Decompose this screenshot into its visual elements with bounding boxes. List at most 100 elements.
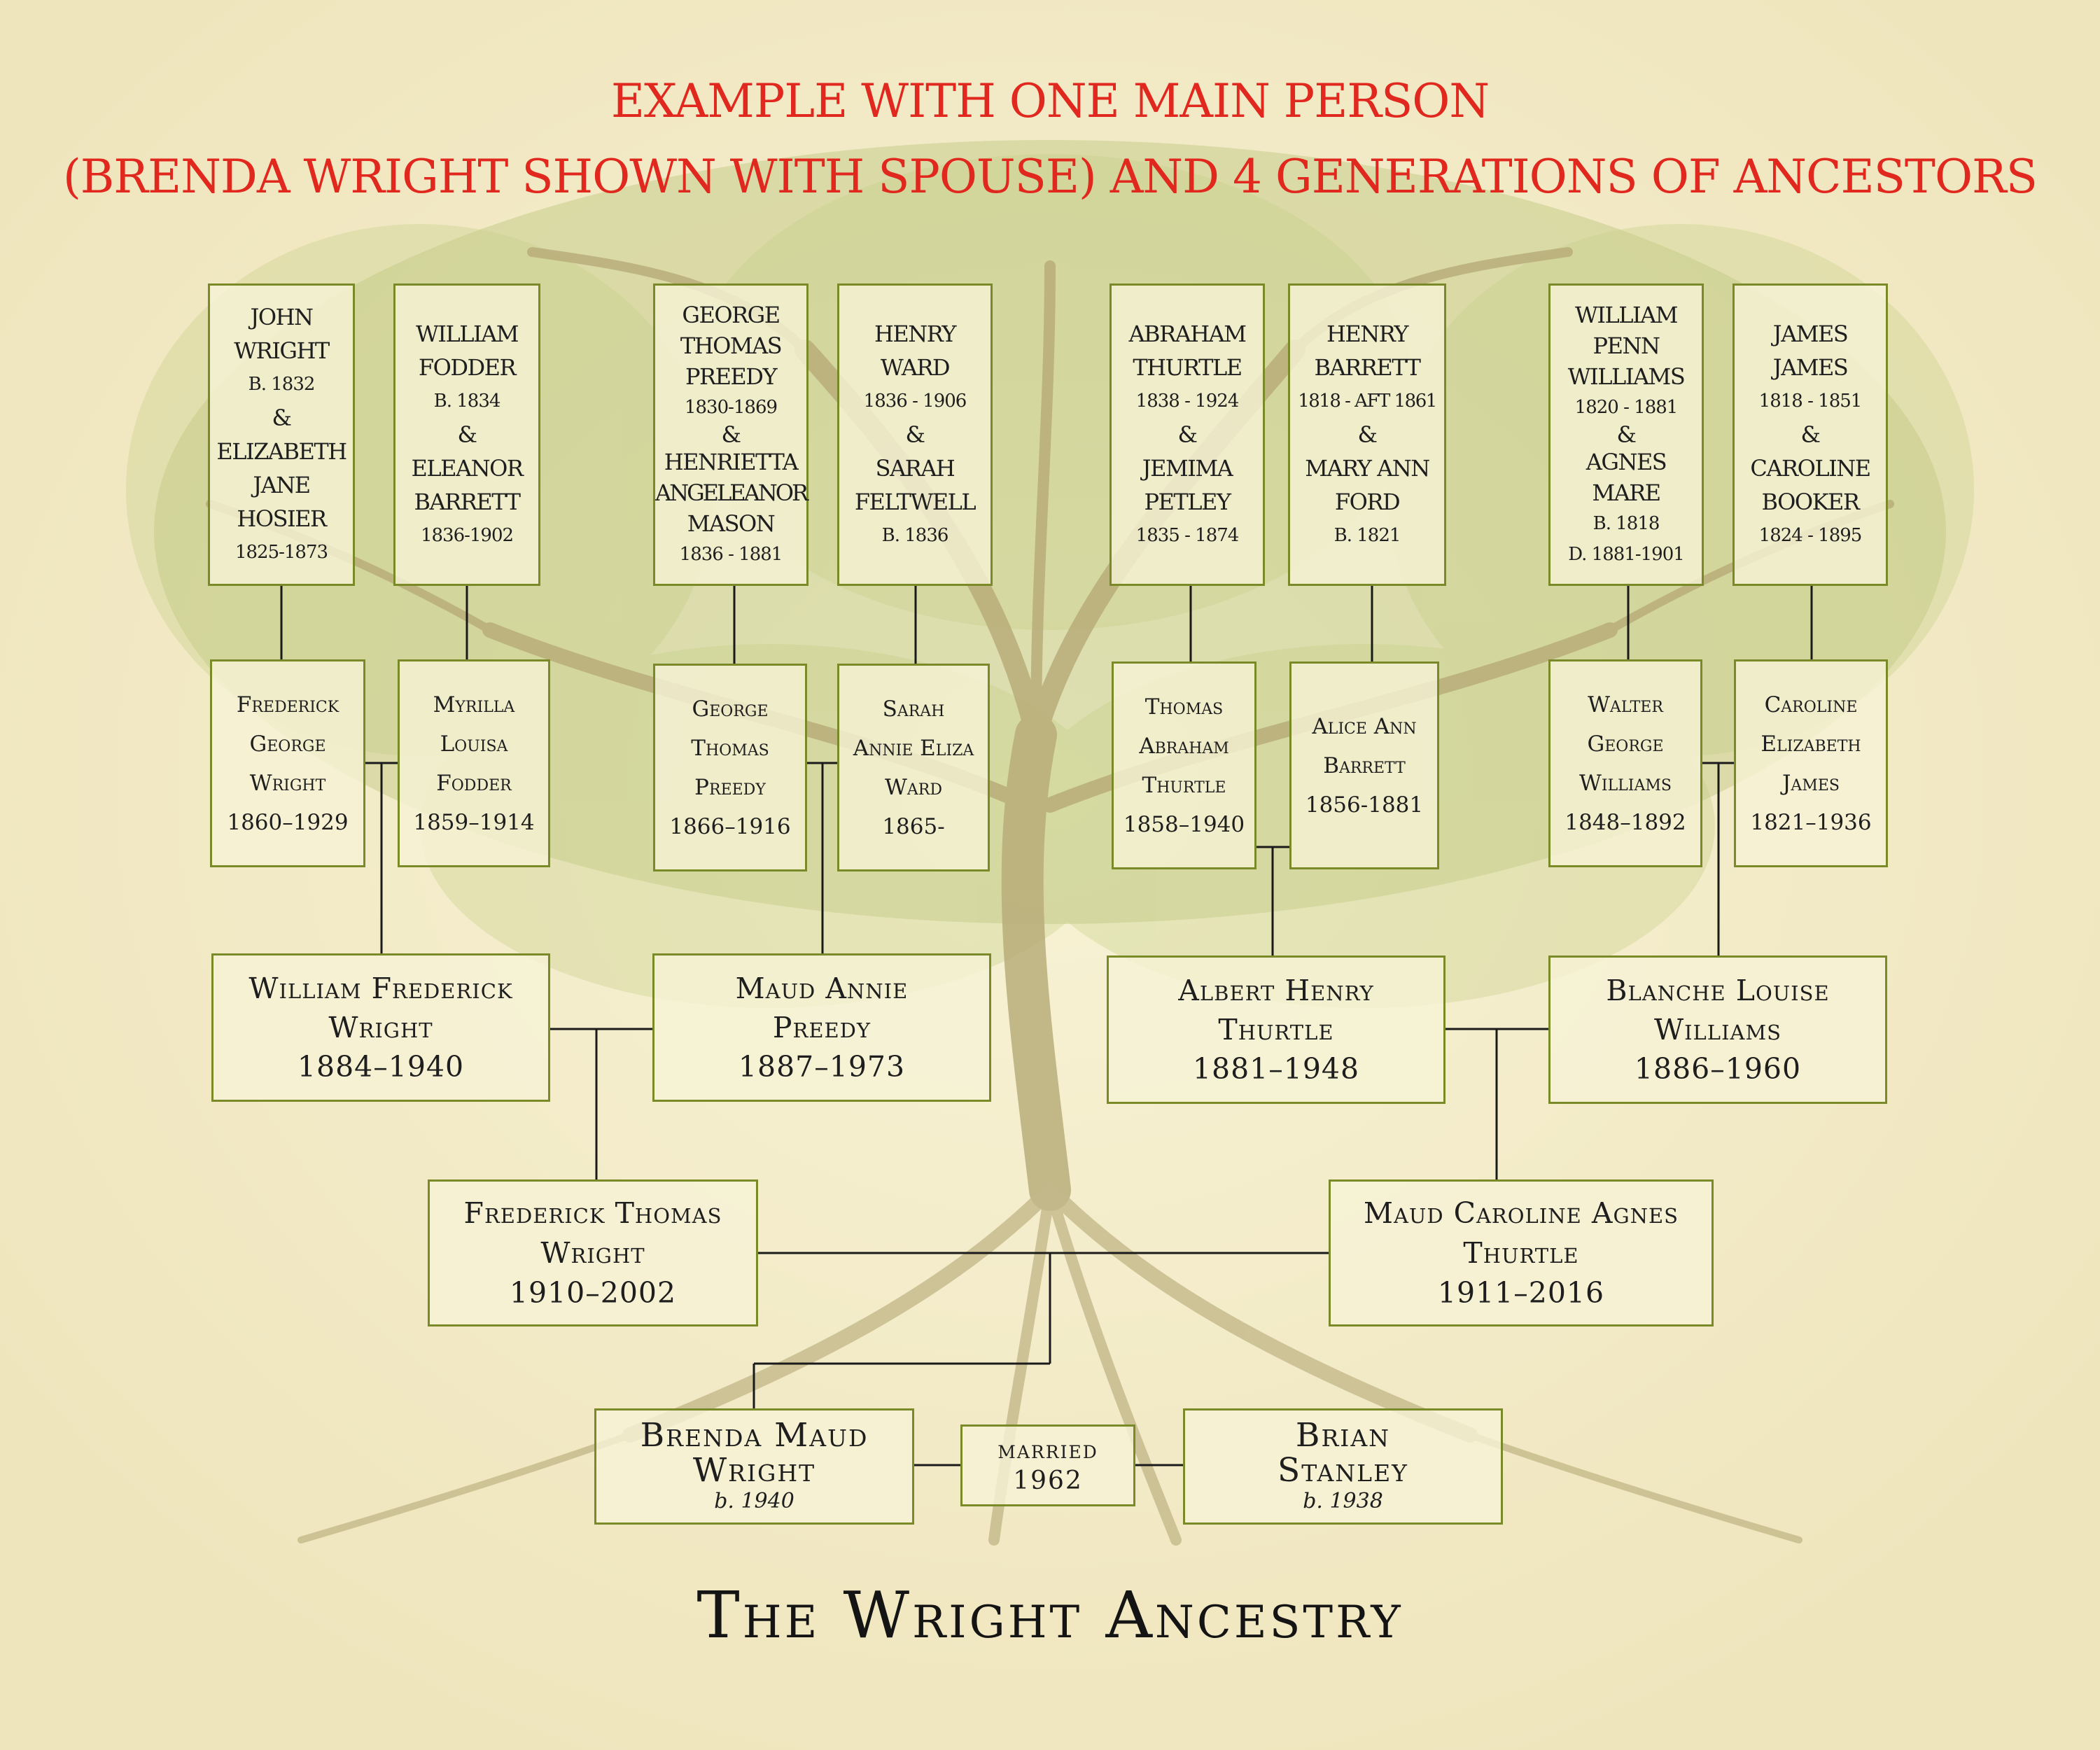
grandparent-box[interactable]: William Frederick Wright 1884–1940 xyxy=(211,953,550,1102)
person-line: Louisa xyxy=(440,731,508,757)
person-surname: Williams xyxy=(1653,1013,1782,1046)
person-years: D. 1881-1901 xyxy=(1568,544,1685,565)
person-line: WRIGHT xyxy=(234,337,330,364)
person-line: PREEDY xyxy=(685,363,778,390)
person-line: Frederick xyxy=(236,692,340,718)
person-line: HENRIETTA xyxy=(664,449,799,475)
person-years: 1818 - AFT 1861 xyxy=(1298,391,1437,412)
ancestor-box-gen2[interactable]: Walter George Williams 1848–1892 xyxy=(1548,659,1702,867)
main-person-box[interactable]: Brenda Maud Wright b. 1940 xyxy=(594,1408,914,1525)
person-line: FELTWELL xyxy=(854,489,976,515)
ampersand: & xyxy=(1177,421,1198,448)
person-line: Sarah xyxy=(882,696,945,722)
parent-box[interactable]: Maud Caroline Agnes Thurtle 1911–2016 xyxy=(1329,1180,1714,1326)
person-line: Alice Ann xyxy=(1312,713,1417,739)
person-line: THOMAS xyxy=(680,332,783,359)
ancestor-box-gen2[interactable]: George Thomas Preedy 1866–1916 xyxy=(653,664,807,872)
person-line: WARD xyxy=(880,354,951,381)
ancestor-box-gen1[interactable]: ABRAHAM THURTLE 1838 - 1924 & JEMIMA PET… xyxy=(1110,284,1265,586)
person-years: 1825-1873 xyxy=(234,542,328,563)
grandparent-box[interactable]: Albert Henry Thurtle 1881–1948 xyxy=(1107,955,1446,1104)
person-line: JEMIMA xyxy=(1142,455,1233,482)
person-line: Myrilla xyxy=(433,692,515,718)
ancestor-box-gen2[interactable]: Myrilla Louisa Fodder 1859–1914 xyxy=(398,659,550,867)
person-years: 1884–1940 xyxy=(297,1050,465,1084)
person-line: James xyxy=(1782,770,1840,796)
person-line: JANE xyxy=(253,472,311,498)
ancestor-box-gen1[interactable]: GEORGE THOMAS PREEDY 1830-1869 & HENRIET… xyxy=(653,284,808,586)
person-line: PENN xyxy=(1592,332,1660,359)
marriage-box[interactable]: married 1962 xyxy=(960,1424,1135,1506)
person-years: 1881–1948 xyxy=(1192,1052,1360,1086)
ancestor-box-gen1[interactable]: WILLIAM PENN WILLIAMS 1820 - 1881 & AGNE… xyxy=(1548,284,1704,586)
ancestor-box-gen1[interactable]: JAMES JAMES 1818 - 1851 & CAROLINE BOOKE… xyxy=(1732,284,1888,586)
person-years: 1886–1960 xyxy=(1634,1052,1802,1086)
grandparent-box[interactable]: Blanche Louise Williams 1886–1960 xyxy=(1548,955,1887,1104)
chart-title-line2: (BRENDA WRIGHT SHOWN WITH SPOUSE) AND 4 … xyxy=(63,150,2038,204)
person-line: Thomas xyxy=(691,735,769,761)
person-years: 1836 - 1906 xyxy=(863,391,967,412)
chart-title-line1: EXAMPLE WITH ONE MAIN PERSON xyxy=(610,74,1490,128)
person-surname: Thurtle xyxy=(1463,1236,1579,1270)
person-years: 1859–1914 xyxy=(413,809,535,835)
person-line: BARRETT xyxy=(414,489,521,515)
person-years: B. 1832 xyxy=(248,374,316,395)
person-line: THURTLE xyxy=(1133,354,1242,381)
person-years: 1865- xyxy=(882,813,945,839)
person-years: 1818 - 1851 xyxy=(1758,391,1863,412)
person-line: SARAH xyxy=(875,455,955,482)
person-line: HENRY xyxy=(1326,321,1409,347)
person-line: Thurtle xyxy=(1142,772,1226,798)
person-years: 1858–1940 xyxy=(1123,811,1245,837)
person-line: ANGELEANOR xyxy=(654,479,808,506)
person-surname: Wright xyxy=(540,1236,645,1270)
person-line: BOOKER xyxy=(1761,489,1860,515)
ancestor-box-gen2[interactable]: Frederick George Wright 1860–1929 xyxy=(210,659,365,867)
tree-foliage xyxy=(154,140,1946,924)
person-line: Wright xyxy=(249,770,326,796)
person-line: ABRAHAM xyxy=(1128,321,1247,347)
person-line: WILLIAM xyxy=(1574,302,1679,328)
person-line: AGNES xyxy=(1586,449,1667,475)
spouse-box[interactable]: Brian Stanley b. 1938 xyxy=(1183,1408,1503,1525)
person-years: 1836-1902 xyxy=(420,525,514,546)
person-line: WILLIAMS xyxy=(1567,363,1686,390)
person-line: JAMES xyxy=(1772,354,1849,381)
person-years: 1910–2002 xyxy=(509,1275,677,1310)
person-years: 1821–1936 xyxy=(1750,809,1872,835)
person-years: B. 1821 xyxy=(1334,525,1401,546)
person-name: Maud Annie xyxy=(735,972,909,1005)
person-years: B. 1818 xyxy=(1592,513,1660,534)
ancestor-box-gen2[interactable]: Thomas Abraham Thurtle 1858–1940 xyxy=(1112,662,1256,869)
person-line: Preedy xyxy=(694,774,766,800)
person-line: HOSIER xyxy=(237,505,327,532)
person-line: Elizabeth xyxy=(1760,731,1861,757)
grandparent-box[interactable]: Maud Annie Preedy 1887–1973 xyxy=(652,953,991,1102)
person-born: b. 1938 xyxy=(1303,1489,1383,1513)
person-line: Barrett xyxy=(1323,752,1406,778)
ancestor-box-gen1[interactable]: HENRY BARRETT 1818 - AFT 1861 & MARY ANN… xyxy=(1288,284,1446,586)
ancestor-box-gen2[interactable]: Alice Ann Barrett 1856-1881 xyxy=(1289,662,1439,869)
person-line: GEORGE xyxy=(682,302,780,328)
ancestor-box-gen1[interactable]: JOHN WRIGHT B. 1832 & ELIZABETH JANE HOS… xyxy=(208,284,355,586)
ampersand: & xyxy=(1357,421,1378,448)
tree-roots xyxy=(298,1182,1802,1546)
ancestor-box-gen2[interactable]: Sarah Annie Eliza Ward 1865- xyxy=(837,664,990,872)
ancestor-box-gen2[interactable]: Caroline Elizabeth James 1821–1936 xyxy=(1734,659,1888,867)
person-line: Williams xyxy=(1579,770,1672,796)
ampersand: & xyxy=(1616,421,1637,448)
ancestor-box-gen1[interactable]: WILLIAM FODDER B. 1834 & ELEANOR BARRETT… xyxy=(393,284,540,586)
ancestor-box-gen1[interactable]: HENRY WARD 1836 - 1906 & SARAH FELTWELL … xyxy=(837,284,993,586)
person-name: Brian xyxy=(1295,1416,1391,1455)
person-years: 1887–1973 xyxy=(738,1050,906,1084)
person-years: 1835 - 1874 xyxy=(1135,525,1240,546)
footer-title: The Wright Ancestry xyxy=(696,1578,1404,1653)
person-line: ELIZABETH xyxy=(216,438,347,465)
parent-box[interactable]: Frederick Thomas Wright 1910–2002 xyxy=(428,1180,758,1326)
person-years: 1836 - 1881 xyxy=(679,544,783,565)
person-name: Brenda Maud xyxy=(640,1416,869,1455)
person-line: Abraham xyxy=(1139,733,1229,759)
person-surname: Stanley xyxy=(1278,1451,1408,1490)
person-years: 1860–1929 xyxy=(227,809,349,835)
